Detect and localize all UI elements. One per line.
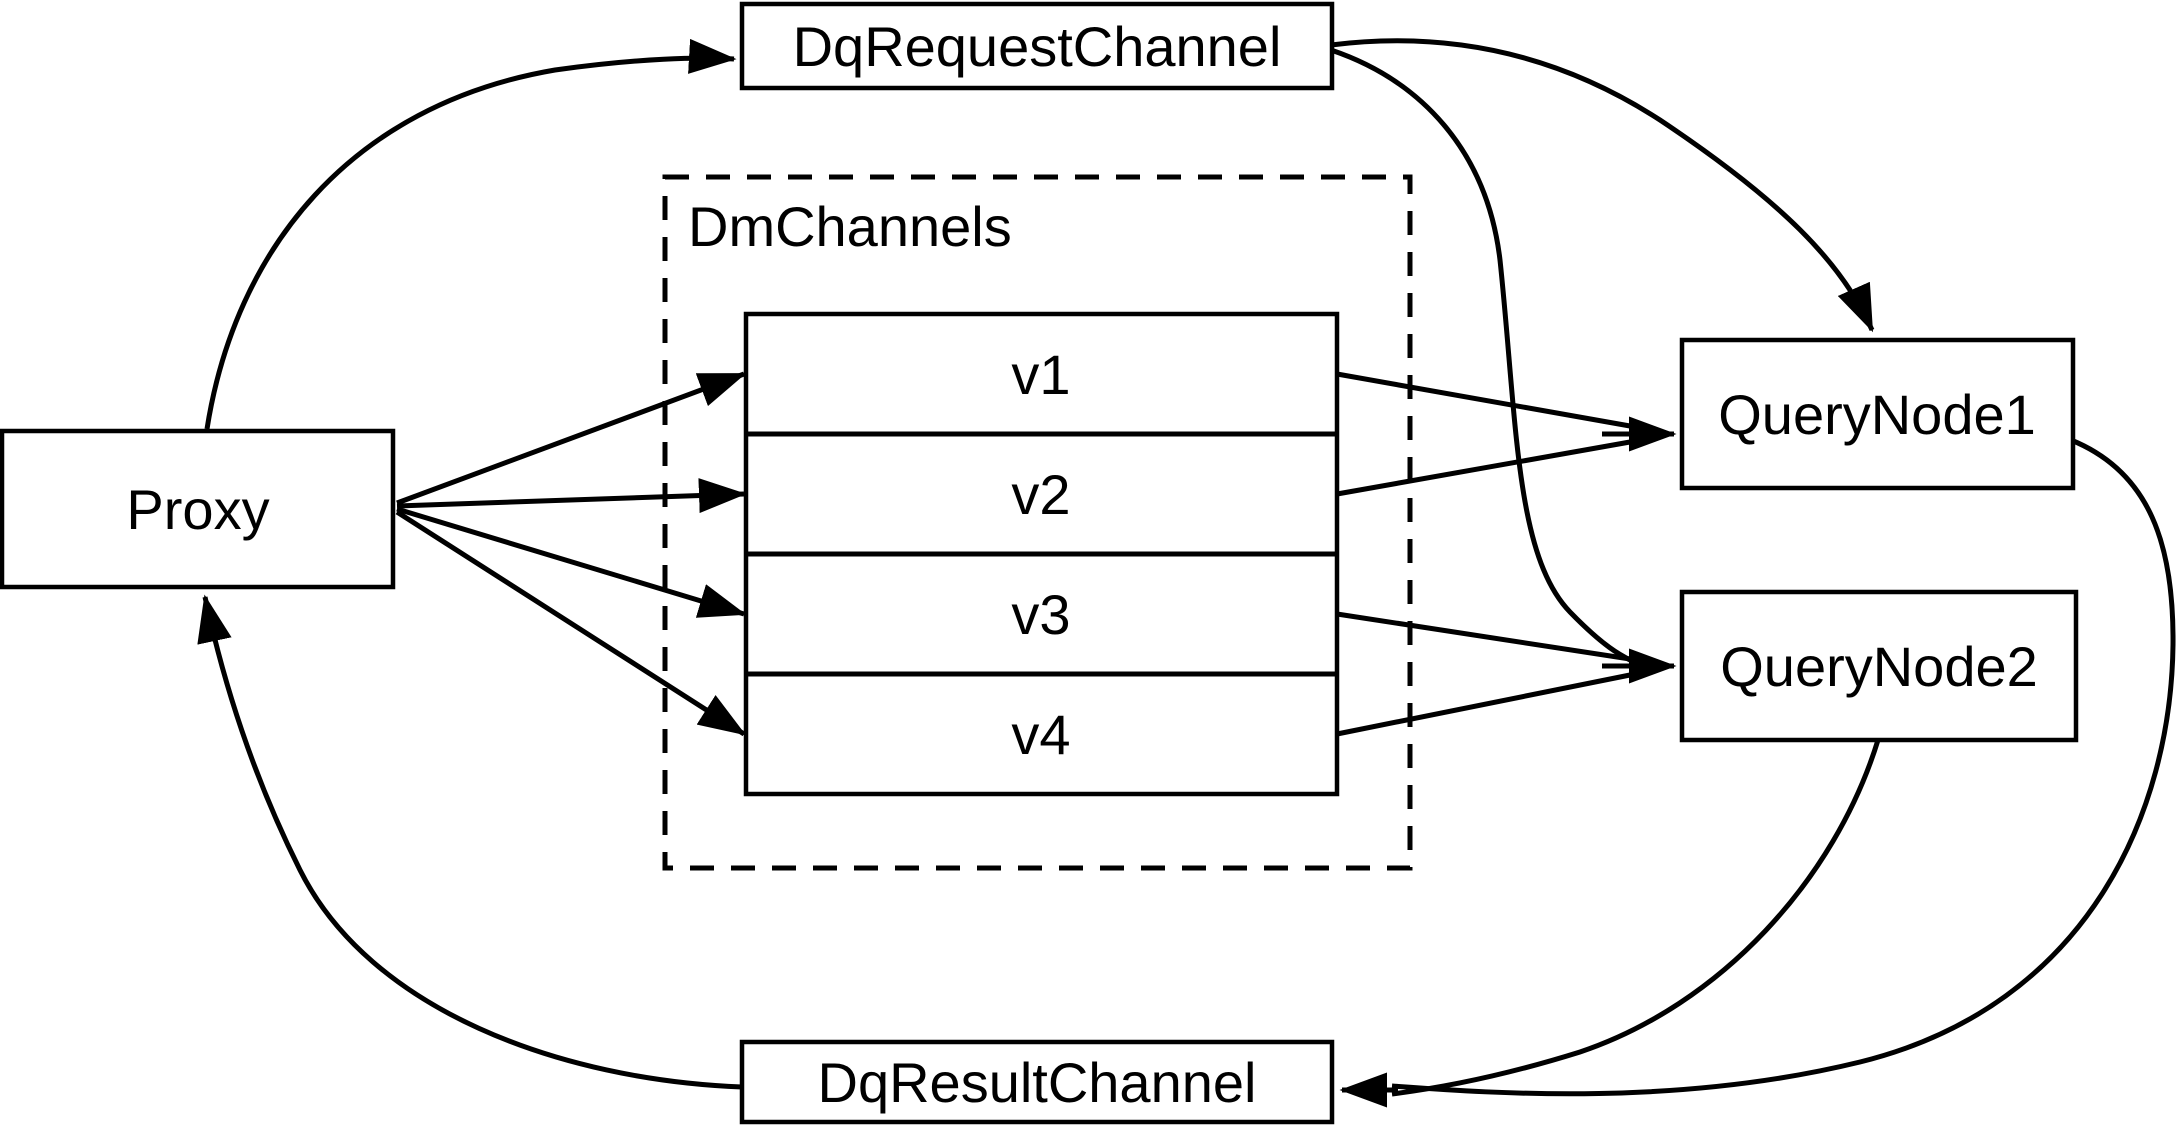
proxy-box	[0, 428, 396, 590]
edge-result-channel-to-proxy	[197, 594, 743, 1090]
edge-v2-to-querynode1	[1336, 439, 1631, 497]
result-channel-label: DqResultChannel	[818, 1051, 1257, 1114]
dm-channels-dashed-border	[662, 174, 1413, 871]
result-channel-box	[739, 1039, 1335, 1125]
edge-v3-to-querynode2	[1336, 611, 1631, 662]
edge-proxy-to-v3	[396, 506, 747, 618]
channel-row-v2: v2	[1011, 463, 1070, 526]
edge-proxy-to-v2	[396, 478, 747, 514]
channel-row-v3: v3	[1011, 583, 1070, 646]
querynode2-box	[1679, 589, 2079, 743]
edge-v4-to-querynode2	[1336, 672, 1631, 737]
edge-request-channel-to-querynode2	[1330, 47, 1634, 664]
querynode1-label: QueryNode1	[1718, 383, 2036, 446]
edge-v1-to-querynode1	[1336, 371, 1631, 429]
edge-proxy-to-request-channel	[204, 38, 737, 430]
channel-row-v1: v1	[1011, 343, 1070, 406]
edge-proxy-to-v1	[396, 371, 747, 506]
proxy-node: Proxy	[0, 428, 396, 590]
request-channel-box	[739, 1, 1335, 91]
proxy-label: Proxy	[126, 478, 269, 541]
request-channel-label: DqRequestChannel	[793, 15, 1282, 78]
edge-querynode1-to-result-channel	[1391, 437, 2176, 1097]
diagram-edges	[197, 38, 2176, 1108]
channel-row-v4: v4	[1011, 703, 1070, 766]
edge-request-channel-to-querynode1	[1330, 38, 1875, 333]
querynode2-label: QueryNode2	[1720, 635, 2038, 698]
querynode2-node: QueryNode2	[1679, 589, 2079, 743]
querynode1-box	[1679, 337, 2076, 491]
edge-querynode2-to-result-channel	[1391, 739, 1881, 1097]
channel-table: v1 v2 v3 v4	[743, 311, 1340, 797]
dm-channels-group: DmChannels v1 v2 v3 v4	[662, 174, 1413, 871]
result-channel-node: DqResultChannel	[739, 1039, 1335, 1125]
querynode1-node: QueryNode1	[1679, 337, 2076, 491]
request-channel-node: DqRequestChannel	[739, 1, 1335, 91]
edge-proxy-to-v4	[395, 509, 747, 737]
dm-channels-label: DmChannels	[688, 195, 1012, 258]
